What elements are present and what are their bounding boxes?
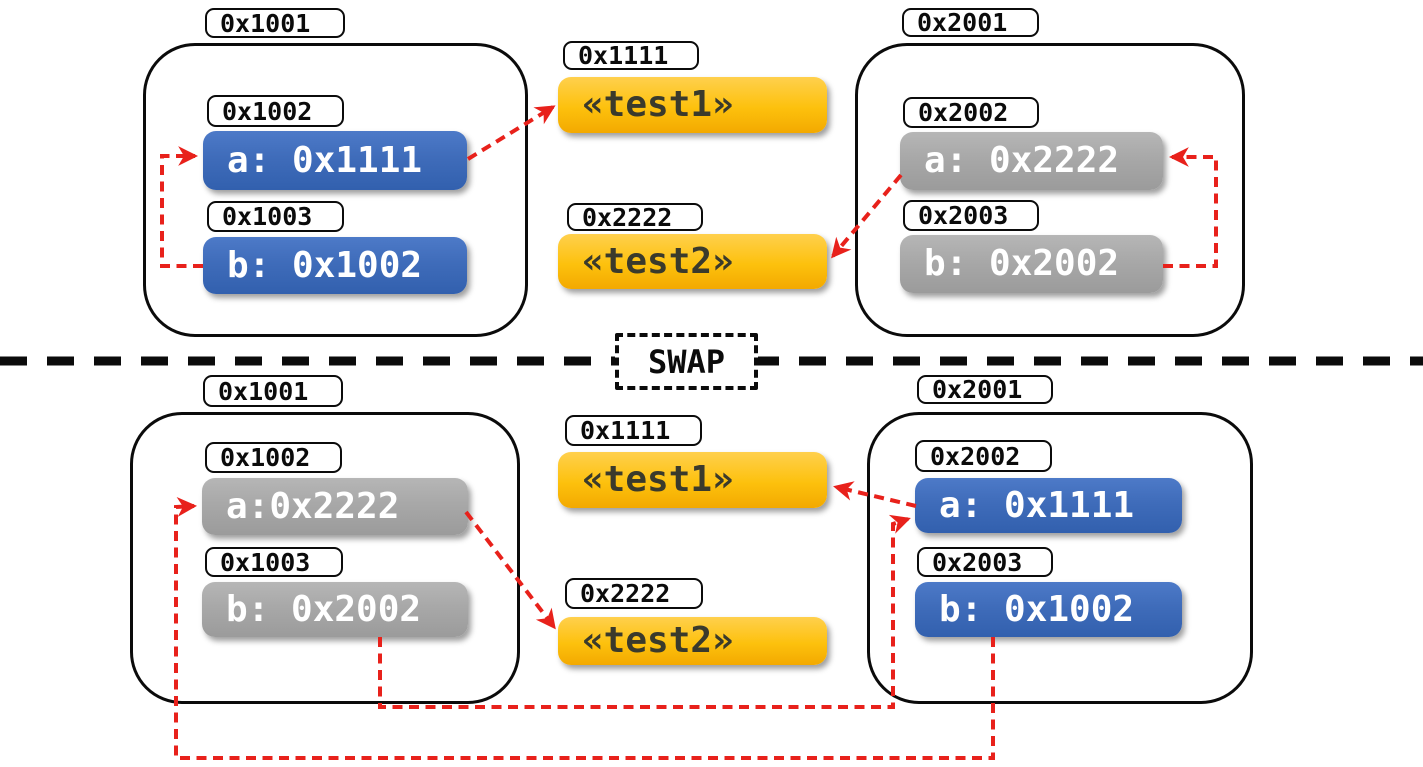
addr-tag-var-a-right-before: 0x2002 — [903, 97, 1039, 128]
addr-tag-var-b-left-before: 0x1003 — [207, 201, 344, 232]
heap-string-test2-after: «test2» — [558, 617, 827, 665]
heap-string-test2-before: «test2» — [558, 234, 827, 289]
addr-tag-string-test1-before: 0x1111 — [563, 41, 699, 70]
addr-tag-var-a-left-before: 0x1002 — [207, 95, 344, 127]
addr-tag-string-test2-after: 0x2222 — [565, 578, 703, 609]
swap-operation-chip: SWAP — [615, 333, 758, 390]
heap-string-test1-after: «test1» — [558, 452, 827, 508]
addr-tag-var-a-right-after: 0x2002 — [915, 440, 1052, 472]
addr-tag-frame-right-after: 0x2001 — [917, 375, 1053, 404]
addr-tag-var-b-right-before: 0x2003 — [903, 200, 1039, 231]
var-slot-b-left-after: b: 0x2002 — [202, 582, 468, 637]
var-slot-b-left-before: b: 0x1002 — [203, 237, 467, 294]
addr-tag-var-b-left-after: 0x1003 — [205, 547, 343, 577]
var-slot-b-right-before: b: 0x2002 — [900, 235, 1163, 293]
addr-tag-string-test2-before: 0x2222 — [567, 203, 703, 231]
addr-tag-var-a-left-after: 0x1002 — [205, 442, 342, 473]
var-slot-a-right-after: a: 0x1111 — [915, 478, 1182, 533]
var-slot-a-left-before: a: 0x1111 — [203, 131, 467, 190]
heap-string-test1-before: «test1» — [558, 77, 827, 133]
addr-tag-frame-right-before: 0x2001 — [902, 8, 1039, 37]
addr-tag-var-b-right-after: 0x2003 — [917, 547, 1053, 577]
addr-tag-string-test1-after: 0x1111 — [565, 415, 702, 446]
var-slot-a-right-before: a: 0x2222 — [900, 132, 1163, 190]
var-slot-a-left-after: a:0x2222 — [202, 478, 468, 535]
stack-frame-left-before — [143, 43, 528, 337]
addr-tag-frame-left-after: 0x1001 — [203, 375, 343, 407]
addr-tag-frame-left-before: 0x1001 — [205, 8, 345, 38]
var-slot-b-right-after: b: 0x1002 — [915, 582, 1182, 637]
